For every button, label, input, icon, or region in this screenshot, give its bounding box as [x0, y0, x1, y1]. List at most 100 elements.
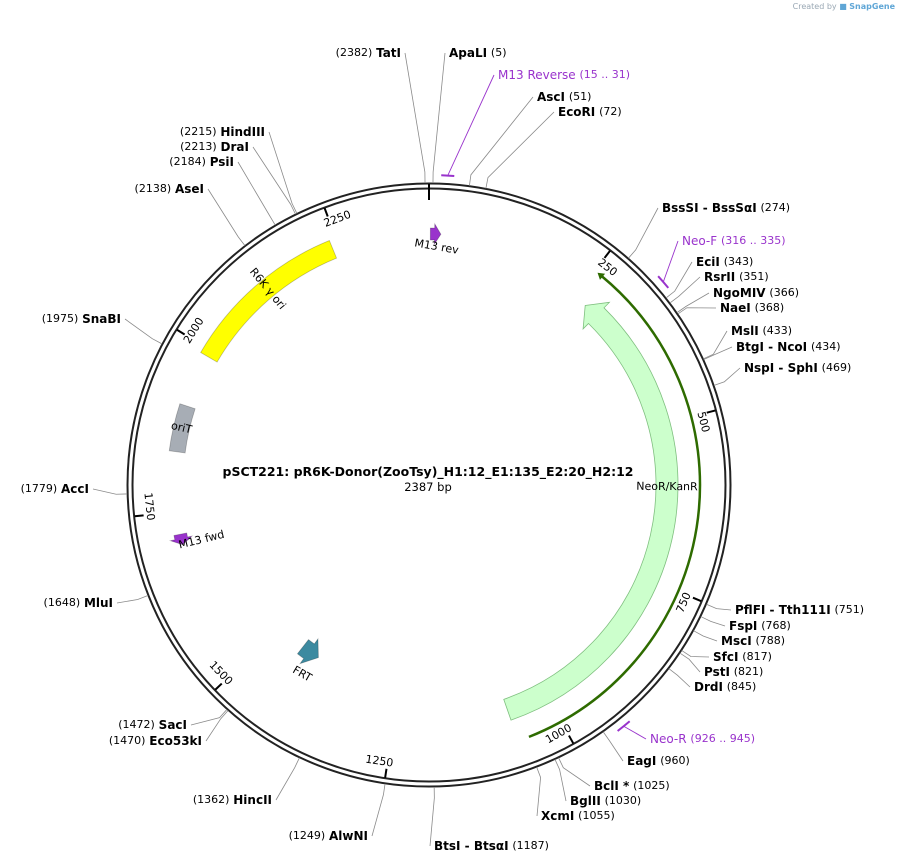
- site-leader: [681, 650, 710, 658]
- site-position: (821): [734, 665, 764, 678]
- site-label-text: ApaLI (5): [449, 46, 507, 60]
- site-position: (343): [724, 255, 754, 268]
- feature-r6k: [200, 239, 338, 363]
- site-label: PflFI - Tth111I (751): [735, 603, 864, 617]
- site-label-text: PflFI - Tth111I (751): [735, 603, 864, 617]
- site-position: (433): [763, 324, 793, 337]
- site-label-text: MslI (433): [731, 324, 792, 338]
- site-label: (2213) DraI: [180, 140, 249, 154]
- site-name: Eco53kI: [149, 734, 202, 748]
- site-position: (351): [739, 270, 769, 283]
- site-name: NaeI: [720, 301, 751, 315]
- site-name: MluI: [84, 596, 113, 610]
- site-position: (469): [822, 361, 852, 374]
- feature-frt: [296, 637, 319, 665]
- site-label-text: (1975) SnaBI: [42, 312, 121, 326]
- site-name: BclI *: [594, 779, 630, 793]
- site-label: DrdI (845): [694, 680, 756, 694]
- site-label: EciI (343): [696, 255, 753, 269]
- site-leader: [706, 603, 732, 611]
- site-position: (2215): [180, 125, 217, 138]
- primer-label: Neo-F (316 .. 335): [682, 234, 786, 248]
- site-name: AlwNI: [329, 829, 368, 843]
- credit-brand: SnapGene: [849, 2, 895, 11]
- site-leader: [469, 96, 534, 186]
- site-name: EagI: [627, 754, 656, 768]
- site-leader: [237, 161, 276, 226]
- site-label: (2184) PsiI: [169, 155, 234, 169]
- tick-label: 2000: [181, 315, 207, 346]
- primer-label-text: M13 Reverse (15 .. 31): [498, 68, 630, 82]
- site-position: (1030): [605, 794, 642, 807]
- site-name: BglII: [570, 794, 601, 808]
- site-position: (2138): [135, 182, 172, 195]
- site-label: MscI (788): [721, 634, 785, 648]
- site-leader: [713, 367, 741, 386]
- site-position: (1779): [21, 482, 58, 495]
- primer-label: Neo-R (926 .. 945): [650, 732, 755, 746]
- site-label: RsrII (351): [704, 270, 769, 284]
- primer-range: (316 .. 335): [721, 234, 786, 247]
- site-label: (2138) AseI: [135, 182, 204, 196]
- site-label-text: RsrII (351): [704, 270, 769, 284]
- site-position: (768): [761, 619, 791, 632]
- site-label-text: (2184) PsiI: [169, 155, 234, 169]
- site-leader: [92, 488, 128, 495]
- tick-mark: [603, 250, 611, 259]
- site-name: DraI: [221, 140, 249, 154]
- site-label-text: PstI (821): [704, 665, 763, 679]
- site-leader: [703, 346, 733, 360]
- site-position: (51): [569, 90, 592, 103]
- site-leader: [432, 52, 446, 184]
- site-leader: [429, 786, 435, 847]
- site-name: AccI: [61, 482, 89, 496]
- tick-mark: [384, 768, 388, 778]
- site-leader: [700, 616, 726, 627]
- tick-mark: [214, 682, 223, 691]
- site-name: EciI: [696, 255, 720, 269]
- primer-label-text: Neo-R (926 .. 945): [650, 732, 755, 746]
- cds-line: [528, 275, 702, 739]
- site-name: HindIII: [220, 125, 265, 139]
- site-position: (817): [742, 650, 772, 663]
- site-position: (1025): [633, 779, 670, 792]
- site-leader: [669, 276, 701, 304]
- site-label-text: (2215) HindIII: [180, 125, 265, 139]
- site-name: EcoRI: [558, 105, 595, 119]
- site-leader: [676, 292, 710, 313]
- tick-mark: [323, 207, 329, 217]
- site-label: ApaLI (5): [449, 46, 507, 60]
- site-name: HincII: [233, 793, 272, 807]
- site-leader: [205, 710, 229, 742]
- site-name: NgoMIV: [713, 286, 766, 300]
- site-label: (2215) HindIII: [180, 125, 265, 139]
- site-label-text: EciI (343): [696, 255, 753, 269]
- site-label: (2382) TatI: [336, 46, 401, 60]
- site-label: (1470) Eco53kI: [109, 734, 202, 748]
- feature-label-frt: FRT: [290, 663, 314, 684]
- site-label-text: EagI (960): [627, 754, 690, 768]
- tick-label: 1750: [141, 492, 157, 521]
- site-name: ApaLI: [449, 46, 487, 60]
- tick-label: 1250: [365, 753, 395, 770]
- site-name: SfcI: [713, 650, 738, 664]
- site-label-text: (1470) Eco53kI: [109, 734, 202, 748]
- site-position: (1187): [512, 839, 549, 852]
- feature-m13rev: [429, 222, 442, 246]
- site-position: (2213): [180, 140, 217, 153]
- site-label-text: NgoMIV (366): [713, 286, 799, 300]
- credit-prefix: Created by: [792, 2, 837, 11]
- site-label-text: (1362) HincII: [193, 793, 272, 807]
- site-label: FspI (768): [729, 619, 791, 633]
- site-label: BtsI - BtsαI (1187): [434, 839, 549, 853]
- site-position: (1249): [289, 829, 326, 842]
- site-leader: [703, 330, 728, 360]
- tick-mark: [134, 514, 144, 518]
- backbone-outer-strand: [126, 182, 732, 788]
- site-leader: [677, 307, 717, 315]
- primer-name: Neo-F: [682, 234, 717, 248]
- site-leader: [485, 111, 555, 189]
- site-label: BclI * (1025): [594, 779, 670, 793]
